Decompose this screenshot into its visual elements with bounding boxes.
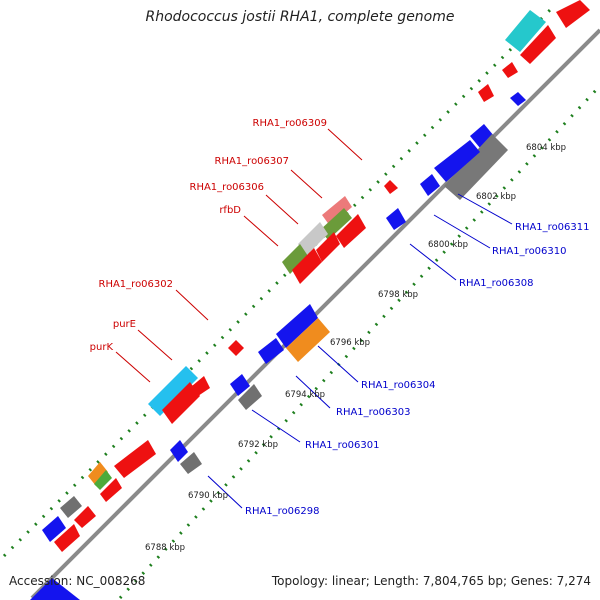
gene-label: RHA1_ro06310 bbox=[492, 246, 567, 257]
forward-gene-labels: RHA1_ro06309 RHA1_ro06307 RHA1_ro06306 r… bbox=[90, 118, 327, 353]
scale-tick-label: 6800 kbp bbox=[428, 240, 468, 250]
gene-label: RHA1_ro06309 bbox=[253, 118, 328, 129]
genome-backbone bbox=[30, 28, 600, 600]
reverse-genes bbox=[30, 92, 526, 600]
gene-label: rfbD bbox=[219, 205, 241, 216]
gene-label: RHA1_ro06306 bbox=[190, 182, 265, 193]
gene-arrow bbox=[100, 478, 122, 502]
gene-label: purE bbox=[113, 319, 136, 330]
forward-tick-track bbox=[2, 2, 558, 558]
gene-arrow bbox=[238, 384, 262, 410]
gene-arrow bbox=[298, 222, 328, 256]
reverse-label-leaders bbox=[207, 193, 513, 509]
scale-tick-label: 6794 kbp bbox=[285, 390, 325, 400]
gene-label: RHA1_ro06311 bbox=[515, 222, 590, 233]
scale-tick-label: 6804 kbp bbox=[526, 143, 566, 153]
gene-arrow bbox=[386, 208, 406, 230]
gene-arrow bbox=[282, 244, 308, 274]
gene-arrow bbox=[192, 376, 210, 396]
genome-summary-text: Topology: linear; Length: 7,804,765 bp; … bbox=[271, 574, 591, 588]
forward-genes bbox=[42, 0, 590, 552]
gene-label: purK bbox=[90, 342, 114, 353]
gene-arrow bbox=[320, 208, 352, 240]
accession-text: Accession: NC_008268 bbox=[9, 574, 146, 588]
gene-arrow bbox=[180, 452, 202, 474]
gene-arrow bbox=[30, 578, 80, 600]
gene-label: RHA1_ro06302 bbox=[99, 279, 174, 290]
gene-arrow bbox=[434, 140, 480, 182]
gene-label: RHA1_ro06307 bbox=[215, 156, 290, 167]
gene-arrow bbox=[54, 524, 80, 552]
genome-title: Rhodococcus jostii RHA1, complete genome bbox=[145, 9, 455, 25]
gene-arrow bbox=[502, 62, 518, 78]
gene-arrow bbox=[444, 134, 508, 200]
gene-arrow bbox=[42, 516, 66, 542]
gene-arrow bbox=[286, 318, 330, 362]
gene-arrow bbox=[556, 0, 590, 28]
reverse-gene-labels: RHA1_ro06311 RHA1_ro06310 RHA1_ro06308 R… bbox=[245, 222, 590, 517]
gene-arrow bbox=[94, 470, 112, 490]
gene-label: RHA1_ro06308 bbox=[459, 278, 534, 289]
gene-label: RHA1_ro06304 bbox=[361, 380, 436, 391]
gene-arrow bbox=[505, 10, 546, 52]
gene-arrow bbox=[114, 440, 156, 478]
scale-tick-label: 6796 kbp bbox=[330, 338, 370, 348]
forward-label-leaders bbox=[115, 128, 363, 383]
gene-arrow bbox=[162, 382, 200, 424]
scale-tick-label: 6788 kbp bbox=[145, 543, 185, 553]
gene-label: RHA1_ro06298 bbox=[245, 506, 320, 517]
scale-labels: 6788 kbp 6790 kbp 6792 kbp 6794 kbp 6796… bbox=[145, 143, 566, 553]
gene-arrow bbox=[88, 462, 108, 486]
gene-arrow bbox=[292, 248, 322, 284]
gene-arrow bbox=[510, 92, 526, 106]
gene-arrow bbox=[228, 340, 244, 356]
scale-tick-label: 6802 kbp bbox=[476, 192, 516, 202]
gene-arrow bbox=[170, 440, 188, 462]
gene-label: RHA1_ro06303 bbox=[336, 407, 411, 418]
gene-arrow bbox=[276, 304, 318, 348]
gene-label: RHA1_ro06301 bbox=[305, 440, 380, 451]
gene-arrow bbox=[520, 25, 556, 64]
gene-arrow bbox=[74, 506, 96, 528]
gene-arrow bbox=[230, 374, 250, 396]
gene-arrow bbox=[478, 84, 494, 102]
scale-tick-label: 6798 kbp bbox=[378, 290, 418, 300]
gene-arrow bbox=[322, 196, 352, 226]
scale-tick-label: 6790 kbp bbox=[188, 491, 228, 501]
gene-arrow bbox=[148, 366, 198, 416]
gene-arrow bbox=[470, 124, 494, 148]
gene-arrow bbox=[316, 232, 340, 262]
gene-arrow bbox=[258, 338, 284, 364]
scale-tick-label: 6792 kbp bbox=[238, 440, 278, 450]
gene-arrow bbox=[420, 174, 440, 196]
gene-arrow bbox=[60, 496, 82, 518]
gene-arrow bbox=[336, 214, 366, 248]
gene-arrow bbox=[384, 180, 398, 194]
